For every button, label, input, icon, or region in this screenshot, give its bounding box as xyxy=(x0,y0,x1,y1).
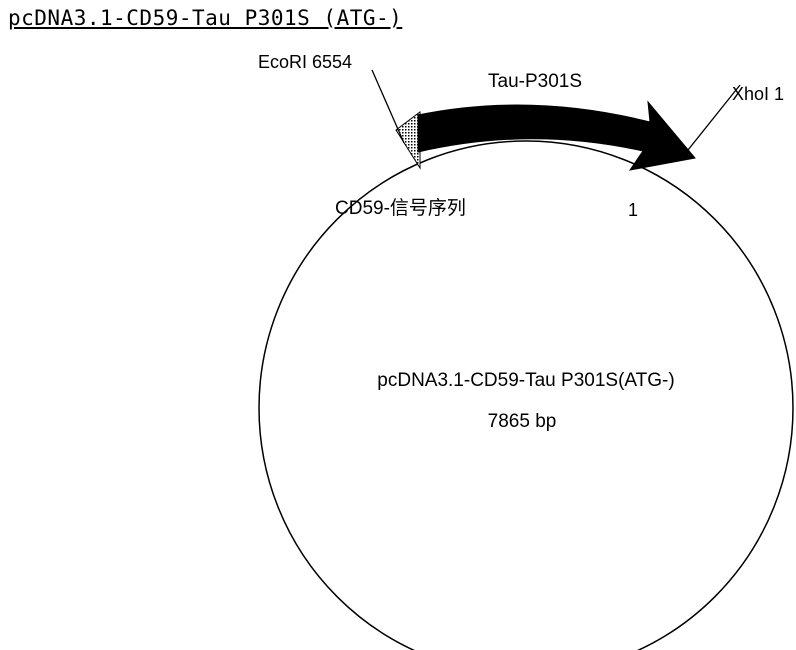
plasmid-size-label: 7865 bp xyxy=(488,411,557,432)
cd59-signal-label: CD59-信号序列 xyxy=(335,197,466,219)
tau-p301s-arrow xyxy=(417,100,696,171)
tau-gene-label: Tau-P301S xyxy=(488,71,582,92)
xhoi-leader-line xyxy=(679,84,741,161)
plasmid-name-label: pcDNA3.1-CD59-Tau P301S(ATG-) xyxy=(377,370,674,391)
figure-title: pcDNA3.1-CD59-Tau P301S (ATG-) xyxy=(8,6,403,30)
ecori-site-label: EcoRI 6554 xyxy=(258,52,352,72)
plasmid-backbone-circle xyxy=(258,140,794,650)
cd59-signal-feature xyxy=(395,111,421,170)
xhoi-site-label: XhoI 1 xyxy=(732,84,784,104)
origin-position-label: 1 xyxy=(628,200,638,220)
ecori-leader-line xyxy=(371,69,405,144)
